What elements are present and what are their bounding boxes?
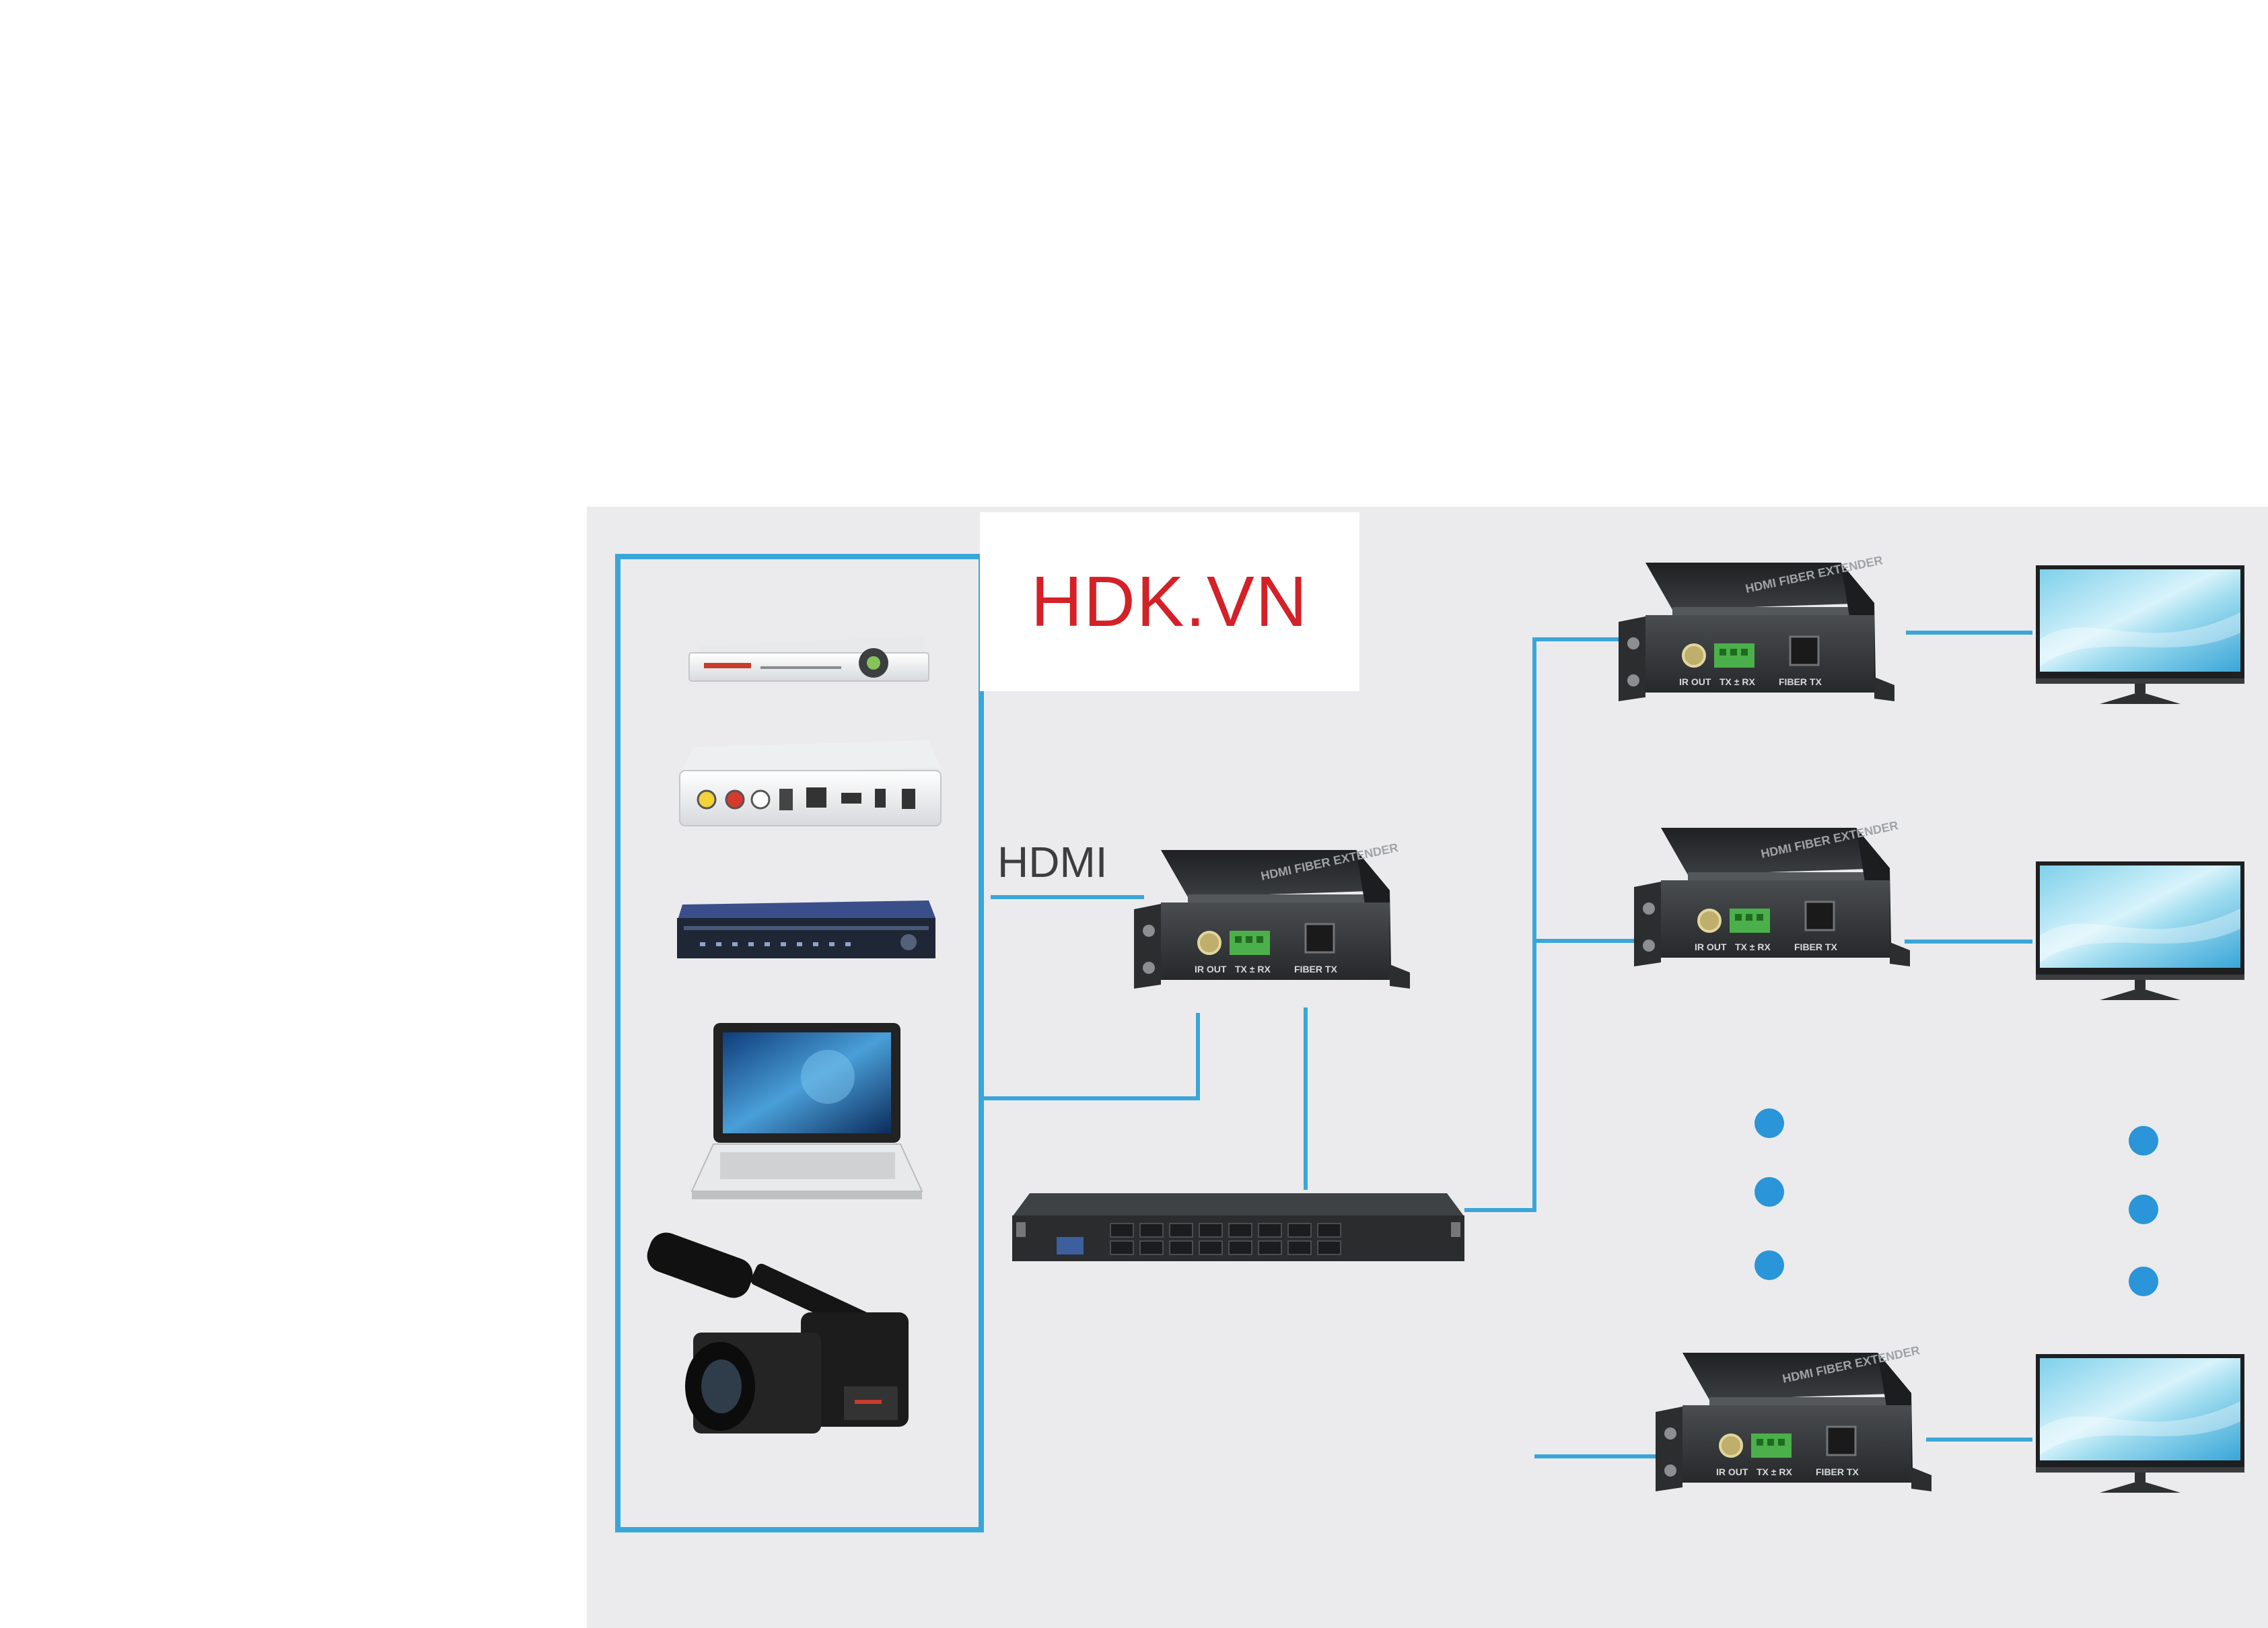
dvd-player-icon bbox=[688, 636, 929, 682]
connection-lines bbox=[984, 631, 2032, 1458]
source-devices-frame bbox=[615, 554, 984, 1532]
tv-monitor-icon bbox=[2036, 565, 2244, 704]
logo-text: HDK.VN bbox=[1030, 561, 1309, 641]
tv-monitor-icon bbox=[2036, 861, 2244, 1000]
tv-monitor-icon bbox=[2036, 1354, 2244, 1493]
laptop-icon bbox=[690, 1023, 923, 1199]
fiber-switch-icon bbox=[1012, 1193, 1464, 1261]
logo-box: HDK.VN bbox=[980, 512, 1359, 691]
dvr-icon bbox=[677, 900, 935, 958]
media-box-icon bbox=[679, 740, 942, 826]
camcorder-icon bbox=[647, 1232, 909, 1434]
continuation-dots bbox=[1755, 1108, 2158, 1296]
hdmi-link-label: HDMI bbox=[997, 838, 1108, 886]
